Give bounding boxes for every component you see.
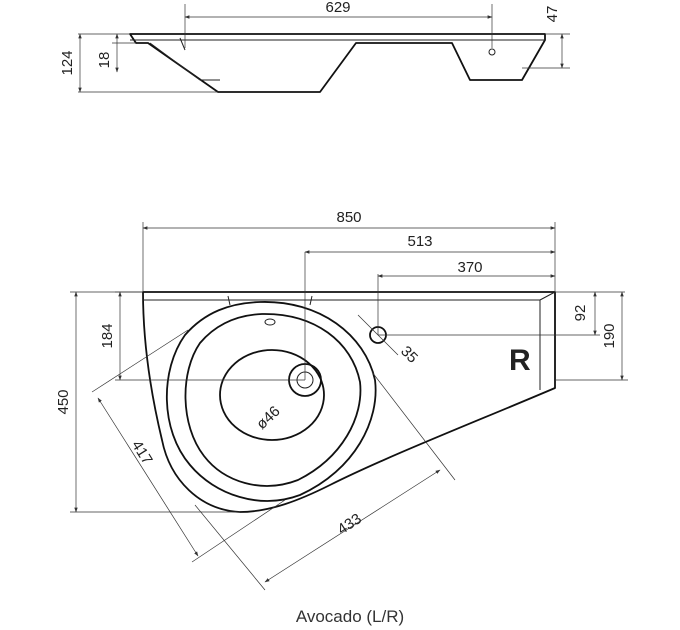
dim-190: 190 <box>601 323 618 348</box>
overflow-hole <box>264 318 276 326</box>
bowl-inner-rim <box>184 313 362 487</box>
dim-629: 629 <box>325 0 350 16</box>
dim-433: 433 <box>334 510 364 538</box>
dim-35: 35 <box>397 343 421 367</box>
dim-850: 850 <box>336 209 361 226</box>
caption: Avocado (L/R) <box>296 607 404 626</box>
bowl-outer-rim <box>165 301 377 502</box>
dim-450: 450 <box>55 389 72 414</box>
side-view: 629 47 124 18 <box>59 0 570 93</box>
side-mark-r: R <box>509 344 531 377</box>
plan-view: R 850 513 370 92 190 184 450 3 <box>55 209 628 591</box>
dim-92: 92 <box>572 305 589 322</box>
dim-513: 513 <box>407 233 432 250</box>
dim-184: 184 <box>99 323 116 348</box>
dim-47: 47 <box>544 6 561 23</box>
side-view-tap-hole <box>488 48 496 56</box>
dim-370: 370 <box>457 259 482 276</box>
basin-outline <box>142 291 556 513</box>
basin-bowl <box>219 349 325 441</box>
side-view-outline <box>129 33 546 93</box>
dim-417: 417 <box>128 437 156 467</box>
dim-o46: ø46 <box>253 403 284 433</box>
dim-18: 18 <box>96 52 113 69</box>
dim-124: 124 <box>59 50 76 75</box>
